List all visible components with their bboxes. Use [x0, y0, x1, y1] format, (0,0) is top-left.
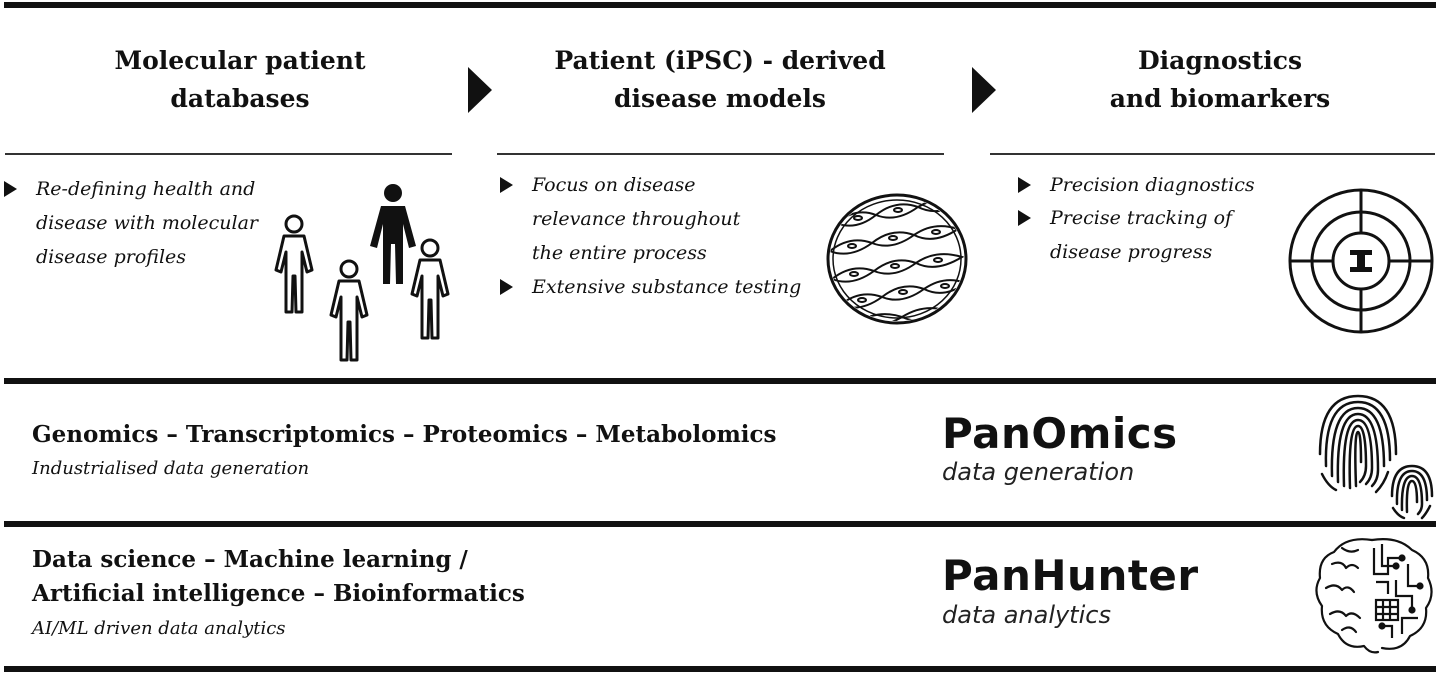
column-3-rule [990, 153, 1435, 155]
column-3-title-line-1: Diagnostics [1137, 46, 1303, 75]
target-icon [1288, 188, 1434, 334]
bullet-arrow-icon [4, 181, 17, 197]
column-2-title: Patient (iPSC) - derived disease models [500, 42, 940, 118]
panomics-brand: PanOmics [942, 409, 1178, 458]
column-2-title-line-1: Patient (iPSC) - derived [554, 46, 886, 75]
panhunter-brand-subtitle: data analytics [942, 601, 1111, 629]
column-1-rule [5, 153, 452, 155]
bullet-line: the entire process [532, 242, 707, 264]
middle-rule [4, 378, 1436, 384]
band-2-headline-line: Data science – Machine learning / [32, 546, 468, 573]
bullet-arrow-icon [1018, 210, 1031, 226]
bullet-line: Re-defining health and [36, 178, 256, 200]
bullet-line: Precise tracking of [1050, 207, 1233, 229]
bullet-arrow-icon [500, 279, 513, 295]
bullet-line: disease profiles [36, 246, 187, 268]
column-1-title-line-2: databases [170, 84, 310, 113]
flow-arrow-icon [972, 67, 996, 113]
band-2-headline: Data science – Machine learning / Artifi… [32, 543, 525, 611]
band-1-headline-line: Genomics – Transcriptomics – Proteomics … [32, 421, 777, 448]
bullet-line: relevance throughout [532, 208, 741, 230]
column-1-title: Molecular patient databases [20, 42, 460, 118]
column-2-rule [497, 153, 944, 155]
bullet-line: Focus on disease [532, 174, 696, 196]
band-2-subtitle: AI/ML driven data analytics [32, 618, 286, 639]
people-icon [274, 184, 450, 362]
band-1-headline: Genomics – Transcriptomics – Proteomics … [32, 418, 777, 452]
cell-culture-icon [826, 193, 968, 325]
column-3-title: Diagnostics and biomarkers [1000, 42, 1440, 118]
bullet-line: Extensive substance testing [532, 276, 802, 298]
flow-arrow-icon [468, 67, 492, 113]
bullet-line: disease progress [1050, 241, 1213, 263]
bullet-arrow-icon [500, 177, 513, 193]
bullet-arrow-icon [1018, 177, 1031, 193]
column-3-title-line-2: and biomarkers [1109, 84, 1331, 113]
bullet-line: disease with molecular [36, 212, 258, 234]
brain-circuit-icon [1315, 538, 1433, 654]
fingerprint-icon [1318, 394, 1434, 520]
bottom-rule [4, 666, 1436, 672]
band-2-headline-line: Artificial intelligence – Bioinformatics [32, 580, 525, 607]
top-rule [4, 2, 1436, 8]
column-2-title-line-2: disease models [614, 84, 826, 113]
band-1-subtitle: Industrialised data generation [32, 458, 310, 479]
panhunter-brand: PanHunter [942, 551, 1199, 600]
column-1-title-line-1: Molecular patient [114, 46, 366, 75]
panomics-brand-subtitle: data generation [942, 458, 1135, 486]
bullet-line: Precision diagnostics [1050, 174, 1255, 196]
band-divider-rule [4, 521, 1436, 527]
